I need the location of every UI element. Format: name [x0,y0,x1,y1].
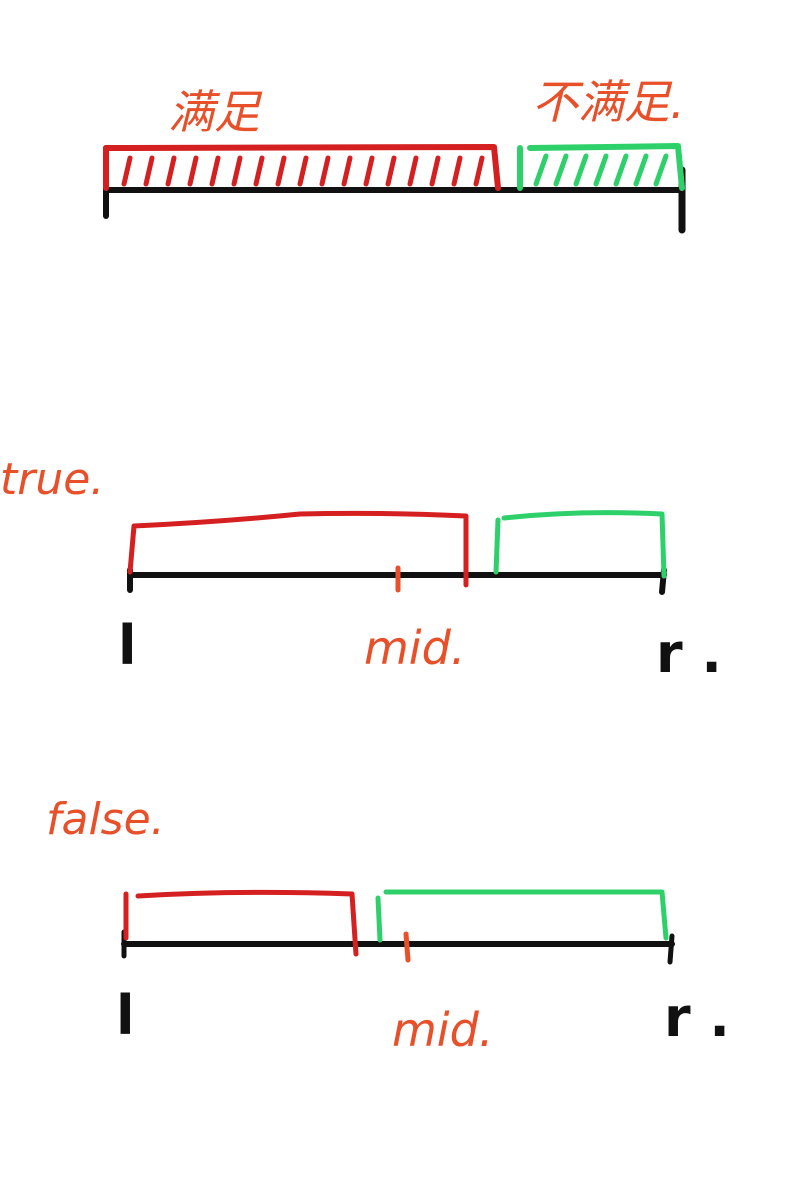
true-left-label: l [118,614,137,677]
top-diagram: 满足 不满足. [103,75,686,234]
true-right-label: r . [656,622,722,685]
not-satisfy-label: 不满足. [532,75,685,129]
satisfy-label: 满足 [168,85,263,139]
true-green-bracket [493,510,667,579]
true-red-bracket [127,510,469,588]
false-red-bracket [123,889,359,957]
not-satisfy-region-bracket [517,143,685,191]
satisfy-hatching [121,155,485,187]
satisfy-region-bracket [103,144,501,191]
not-satisfy-hatching [533,153,669,187]
false-right-label: r . [664,986,730,1049]
true-case-label: true. [0,454,104,505]
false-right-tick [667,933,675,965]
true-mid-label: mid. [364,621,465,675]
false-case-label: false. [46,794,165,845]
true-case-diagram: true. l mid. r . [0,454,722,685]
false-mid-label: mid. [392,1003,493,1057]
false-mid-tick [403,931,411,963]
false-left-label: l [116,984,135,1047]
false-case-diagram: false. l mid. r . [46,794,730,1057]
false-green-bracket [375,889,669,943]
